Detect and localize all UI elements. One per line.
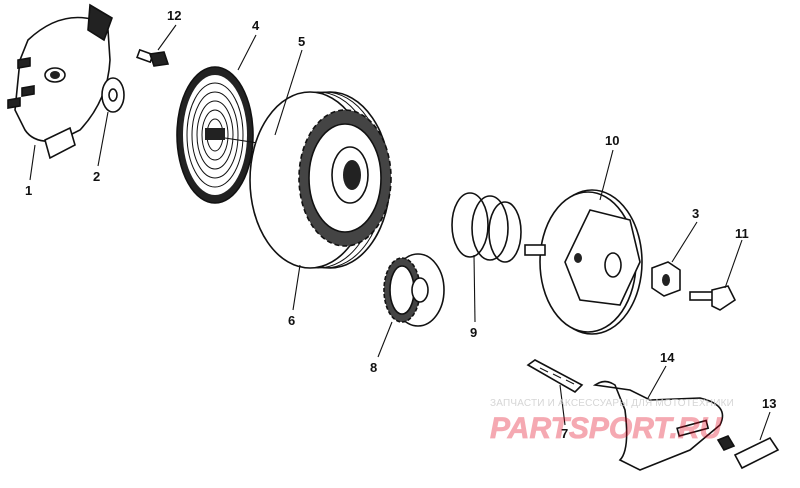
- part-11-shoulder-bolt: [689, 285, 737, 311]
- callout-2: 2: [93, 169, 100, 184]
- watermark-tagline: ЗАПЧАСТИ И АКСЕССУАРЫ ДЛЯ МОТОТЕХНИКИ: [490, 398, 734, 409]
- callout-14: 14: [660, 350, 675, 365]
- callout-4: 4: [252, 18, 260, 33]
- leader-lines: [29, 24, 771, 441]
- part-14-handle: [592, 380, 736, 471]
- callout-10: 10: [605, 133, 619, 148]
- part-12-bolt: [136, 48, 170, 67]
- callout-labels: 1 2 12 4 5 6 8 9 10 3 11 14 7 13: [25, 8, 776, 441]
- callout-11: 11: [735, 226, 749, 241]
- callout-13: 13: [762, 396, 776, 411]
- callout-5: 5: [298, 34, 305, 49]
- watermark: ЗАПЧАСТИ И АКСЕССУАРЫ ДЛЯ МОТОТЕХНИКИ PA…: [490, 398, 734, 445]
- callout-8: 8: [370, 360, 377, 375]
- callout-3: 3: [692, 206, 699, 221]
- part-4-recoil-spring: [176, 66, 259, 204]
- part-6-pulley: [249, 91, 392, 269]
- part-10-housing-plate: [524, 189, 643, 335]
- part-8-drive-gear: [383, 253, 445, 327]
- part-7-rope: [526, 359, 584, 393]
- callout-12: 12: [167, 8, 181, 23]
- part-13-end-insert: [733, 436, 780, 470]
- part-3-nut: [651, 261, 681, 297]
- watermark-brand: PARTSPORT.RU: [490, 412, 722, 445]
- part-9-spring-rings: [451, 192, 522, 263]
- callout-7: 7: [561, 426, 568, 441]
- callout-6: 6: [288, 313, 295, 328]
- callout-1: 1: [25, 183, 32, 198]
- callout-9: 9: [470, 325, 477, 340]
- part-2-washer: [101, 77, 125, 113]
- part-1-cover-plate: [7, 3, 113, 160]
